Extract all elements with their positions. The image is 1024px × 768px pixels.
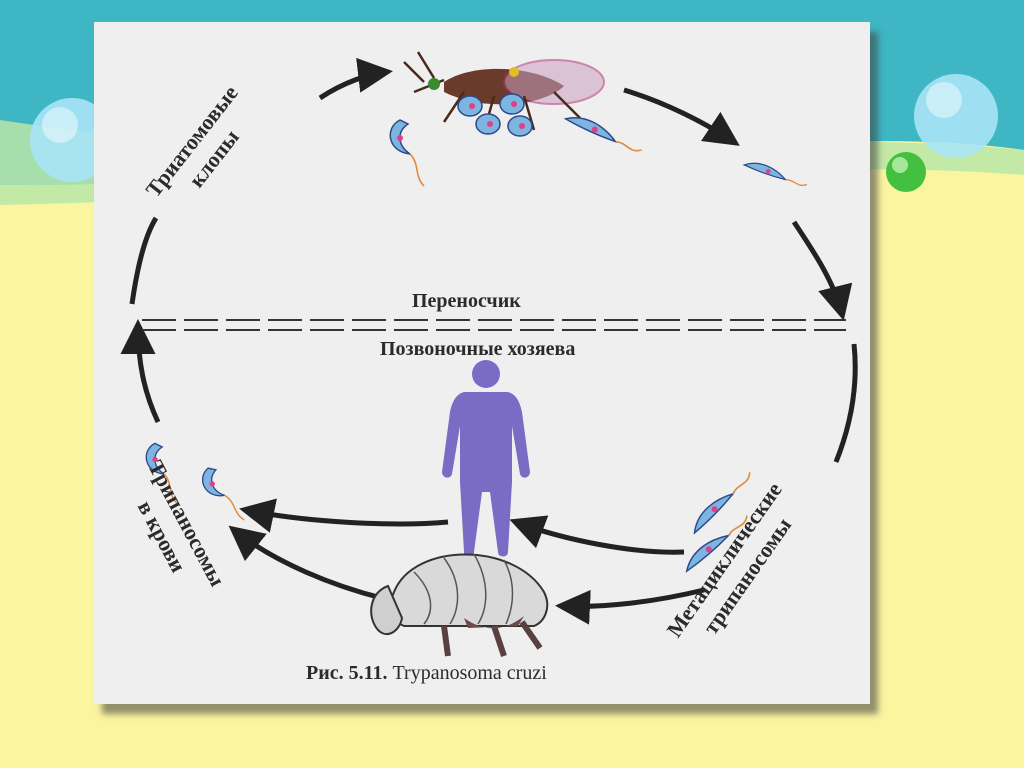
decorative-bubble-icon [914, 74, 998, 158]
arrow-human-to-blood [239, 498, 449, 533]
decorative-bubble-icon [30, 98, 114, 182]
decorative-bubble-icon [886, 152, 926, 192]
host-divider-label: Позвоночные хозяева [380, 338, 576, 360]
armadillo-icon [370, 553, 549, 657]
life-cycle-diagram [120, 51, 858, 657]
amastigote-cells [457, 93, 533, 137]
caption-title: Trypanosoma cruzi [392, 662, 547, 684]
triatomine-bug-icon [403, 51, 605, 133]
human-silhouette-icon [442, 360, 530, 557]
arrow-metacyclic-to-armadillo [555, 587, 705, 625]
cycle-arrows [120, 57, 858, 625]
arc-left-upper [129, 216, 159, 305]
arrow-metacyclic-to-human [509, 515, 685, 555]
figure-caption: Рис. 5.11. Trypanosoma cruzi [306, 662, 547, 685]
vector-divider-label: Переносчик [412, 290, 521, 312]
figure-panel: Переносчик Позвоночные хозяева Триатомов… [94, 22, 870, 704]
trypanosome-icon [564, 103, 643, 166]
trypanosome-icon [743, 151, 808, 198]
caption-prefix: Рис. 5.11. [306, 662, 388, 684]
trypanosome-icon [198, 461, 246, 529]
arrow-to-bug [318, 57, 393, 101]
arrow-down-right [791, 220, 853, 321]
arrow-up-left [120, 319, 161, 424]
arrow-armadillo-to-blood [228, 525, 391, 603]
divider-lines [142, 319, 846, 331]
arrow-bug-to-metacyclic [623, 87, 740, 146]
arc-right-lower [833, 343, 858, 463]
trypanosome-icon [389, 119, 425, 187]
